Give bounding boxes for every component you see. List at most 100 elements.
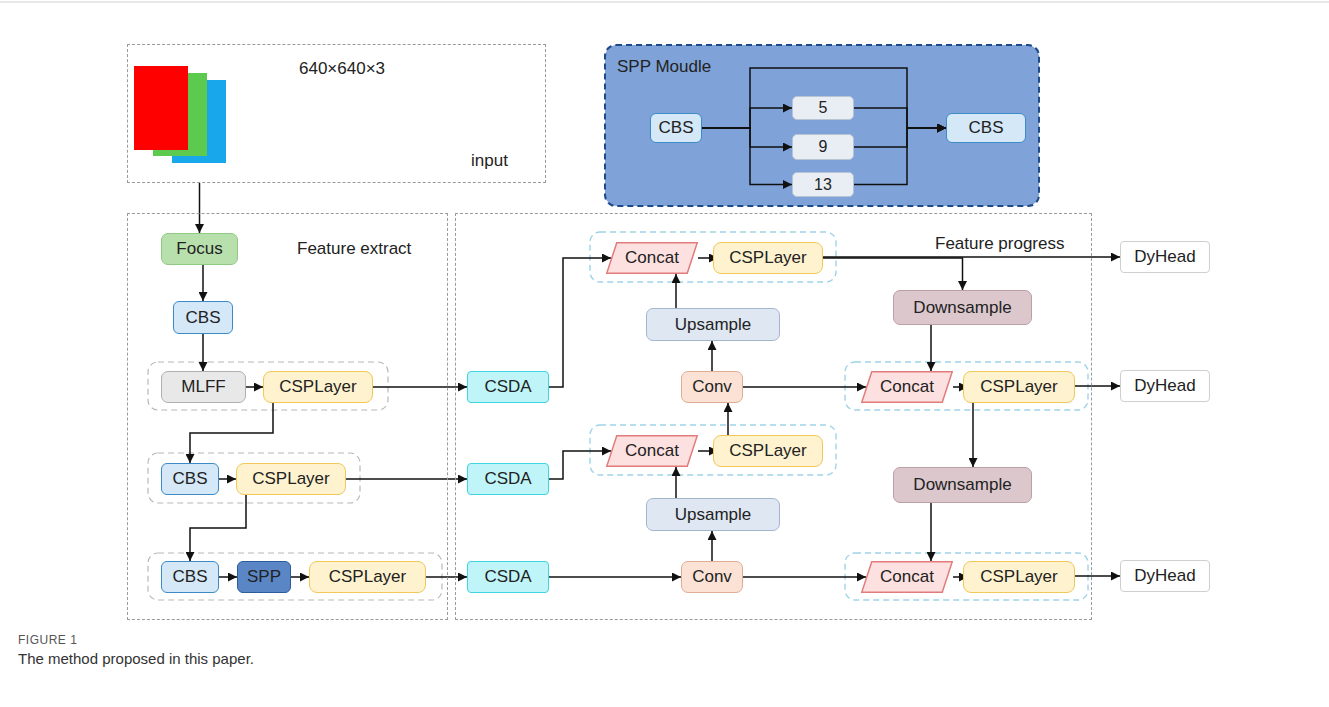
block-label: CSPLayer bbox=[252, 469, 329, 489]
block-label: DyHead bbox=[1134, 376, 1195, 396]
spp-block: SPP bbox=[237, 561, 291, 593]
block-label: CSPLayer bbox=[729, 441, 806, 461]
csp-layer-block: CSPLayer bbox=[963, 371, 1075, 403]
connector-arrow bbox=[373, 386, 467, 388]
block-label: CSPLayer bbox=[980, 377, 1057, 397]
connector-arrow bbox=[854, 108, 946, 128]
cbs-block: CBS bbox=[161, 463, 219, 495]
downsample-block: Downsample bbox=[893, 290, 1032, 325]
csp-layer-block: CSPLayer bbox=[309, 561, 426, 593]
connector-arrow bbox=[743, 576, 866, 578]
block-label: CBS bbox=[173, 469, 208, 489]
block-label: CBS bbox=[186, 308, 221, 328]
panel-fill bbox=[605, 45, 1039, 206]
region-box: Feature progressConcatCSPLayerUpsampleCo… bbox=[455, 213, 1092, 620]
concat-block: Concat bbox=[861, 371, 953, 403]
input-channel bbox=[134, 66, 188, 150]
region-title: 640×640×3 bbox=[299, 59, 385, 79]
focus-block: Focus bbox=[161, 233, 238, 265]
cbs-block: CBS bbox=[650, 113, 702, 143]
connector-arrow bbox=[702, 68, 946, 128]
connector-arrow bbox=[930, 325, 932, 371]
block-label: SPP bbox=[247, 567, 281, 587]
block-label: CSDA bbox=[484, 377, 531, 397]
connector-arrow bbox=[219, 576, 237, 578]
block-label: Concat bbox=[625, 248, 679, 268]
group-outline bbox=[590, 425, 836, 475]
top-rule bbox=[0, 2, 1329, 3]
region-title: Feature extract bbox=[297, 239, 411, 259]
concat-block: Concat bbox=[606, 435, 698, 467]
concat-block: Concat bbox=[861, 561, 953, 593]
block-label: Downsample bbox=[913, 475, 1011, 495]
csp-layer-block: CSPLayer bbox=[713, 242, 823, 274]
connector-arrow bbox=[190, 403, 273, 463]
block-label: CSPLayer bbox=[729, 248, 806, 268]
csp-layer-block: CSPLayer bbox=[963, 561, 1075, 593]
connector-arrow bbox=[823, 258, 963, 290]
connector-arrow bbox=[202, 334, 204, 371]
block-label: CBS bbox=[969, 118, 1004, 138]
connector-arrow bbox=[202, 265, 204, 301]
figure-number: FIGURE 1 bbox=[18, 633, 77, 647]
dyhead-block: DyHead bbox=[1120, 241, 1210, 273]
connector-arrow bbox=[1075, 575, 1120, 577]
conv-block: Conv bbox=[681, 561, 743, 593]
connector-arrow bbox=[930, 503, 932, 561]
block-label: 5 bbox=[819, 98, 828, 118]
block-label: CSDA bbox=[484, 567, 531, 587]
region-box: 640×640×3 input bbox=[127, 44, 546, 183]
mlff-block: MLFF bbox=[161, 371, 246, 403]
csda-block: CSDA bbox=[467, 561, 549, 593]
connector-arrow bbox=[702, 128, 792, 147]
connector-arrow bbox=[549, 258, 611, 387]
block-label: Conv bbox=[692, 567, 732, 587]
pool-kernel-box: 9 bbox=[792, 134, 854, 160]
block-label: MLFF bbox=[181, 377, 225, 397]
region-box: Feature extractFocusCBSMLFFCSPLayerCBSCS… bbox=[127, 213, 448, 620]
block-label: Focus bbox=[176, 239, 222, 259]
block-label: Concat bbox=[880, 377, 934, 397]
region-title: Feature progress bbox=[935, 234, 1064, 254]
group-outline bbox=[148, 362, 388, 410]
connector-arrow bbox=[711, 341, 713, 371]
csp-layer-block: CSPLayer bbox=[713, 435, 823, 467]
connector-arrow bbox=[727, 403, 729, 435]
region-title: input bbox=[471, 151, 508, 171]
block-label: Upsample bbox=[675, 505, 752, 525]
connector-arrow bbox=[199, 183, 201, 233]
csp-layer-block: CSPLayer bbox=[263, 371, 373, 403]
block-label: Upsample bbox=[675, 315, 752, 335]
conv-block: Conv bbox=[681, 371, 743, 403]
csp-layer-block: CSPLayer bbox=[236, 463, 346, 495]
block-label: DyHead bbox=[1134, 566, 1195, 586]
connector-arrow bbox=[972, 403, 974, 467]
block-label: Concat bbox=[880, 567, 934, 587]
block-label: CSDA bbox=[484, 469, 531, 489]
cbs-block: CBS bbox=[946, 113, 1026, 143]
upsample-block: Upsample bbox=[646, 498, 780, 531]
connector-arrow bbox=[702, 108, 792, 128]
block-label: 13 bbox=[814, 175, 832, 195]
connector-arrow bbox=[426, 576, 467, 578]
connector-arrow bbox=[675, 274, 677, 308]
downsample-block: Downsample bbox=[893, 467, 1032, 503]
dyhead-block: DyHead bbox=[1120, 560, 1210, 592]
block-label: Conv bbox=[692, 377, 732, 397]
block-label: CBS bbox=[659, 118, 694, 138]
block-label: CBS bbox=[173, 567, 208, 587]
connector-arrow bbox=[854, 128, 946, 147]
connector-arrow bbox=[346, 478, 467, 480]
connector-arrow bbox=[743, 386, 866, 388]
connector-arrow bbox=[702, 128, 792, 185]
block-label: Concat bbox=[625, 441, 679, 461]
block-label: CSPLayer bbox=[329, 567, 406, 587]
group-outline bbox=[148, 453, 360, 503]
block-label: CSPLayer bbox=[980, 567, 1057, 587]
connector-arrow bbox=[219, 478, 236, 480]
csda-block: CSDA bbox=[467, 463, 549, 495]
connector-arrow bbox=[246, 386, 263, 388]
concat-block: Concat bbox=[606, 242, 698, 274]
region-title: SPP Moudle bbox=[617, 57, 711, 77]
